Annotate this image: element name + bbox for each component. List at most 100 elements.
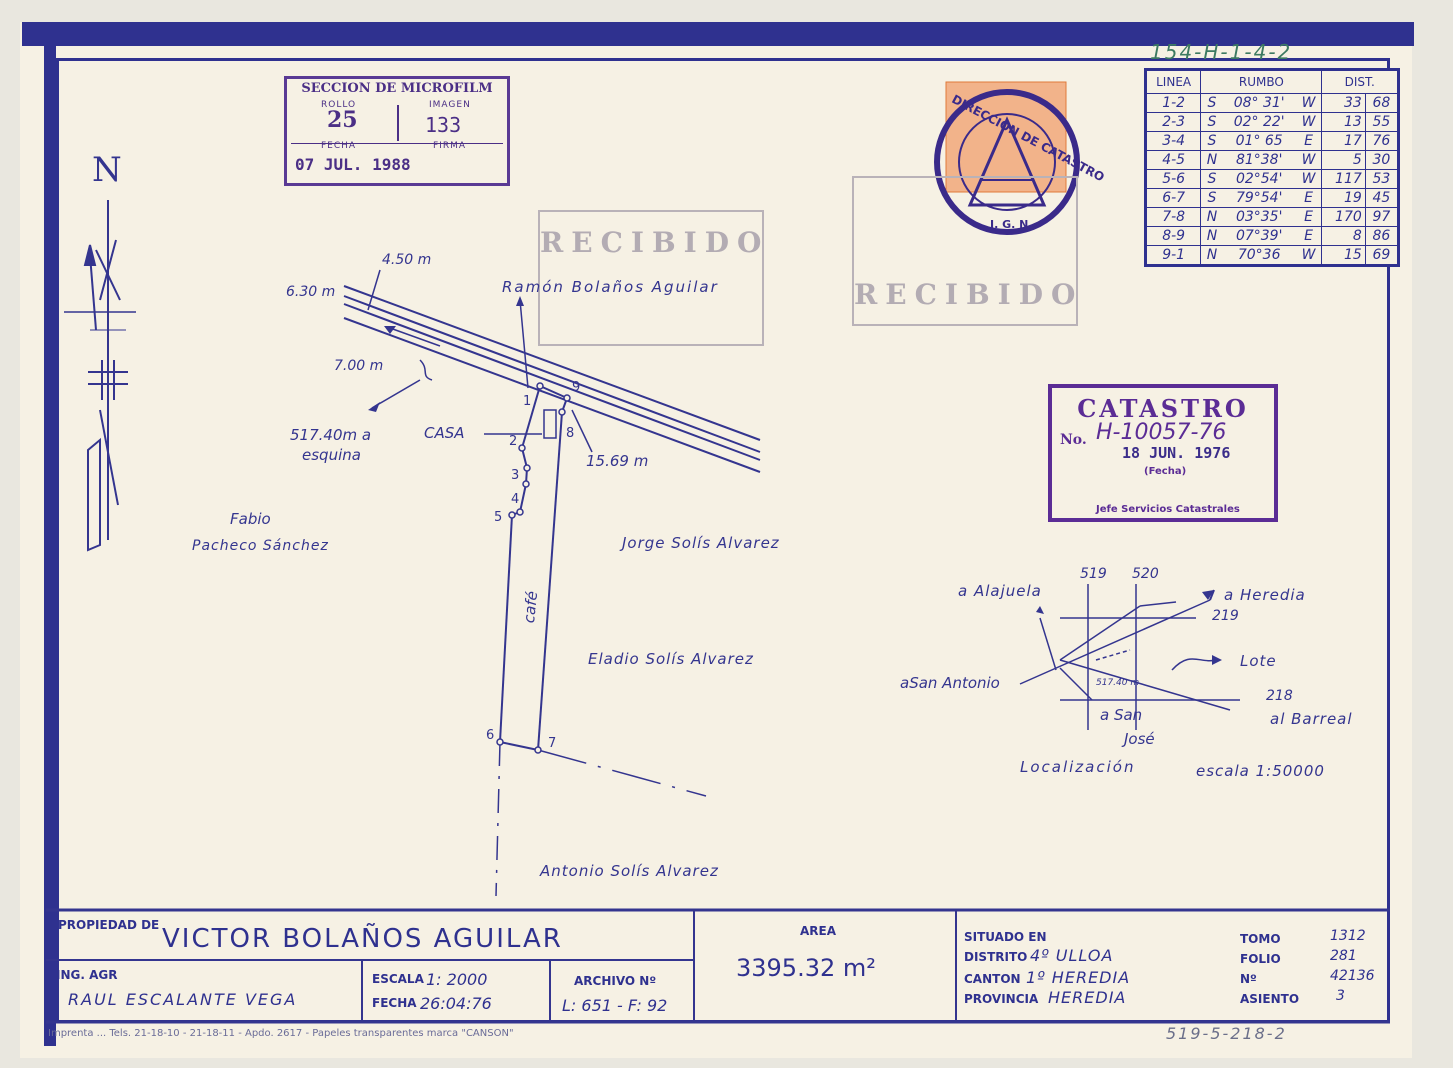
catastro-stamp: CATASTRO No. H-10057-76 18 JUN. 1976 (Fe… — [1048, 384, 1278, 522]
neighbor-east-2: Eladio Solís Alvarez — [588, 650, 754, 668]
numero-label: Nº — [1240, 972, 1257, 986]
rumbo-ns: S — [1200, 131, 1223, 151]
rumbo-angle: 02° 22' — [1222, 112, 1296, 132]
imagen-label: IMAGEN — [429, 100, 471, 110]
area-label: AREA — [800, 924, 837, 938]
loc-lote: Lote — [1240, 652, 1277, 670]
location-map — [1019, 584, 1240, 730]
header-dist: DIST. — [1321, 69, 1399, 94]
road-lines — [343, 269, 761, 473]
vertex-label-7: 7 — [548, 736, 557, 751]
rumbo-angle: 79°54' — [1222, 188, 1296, 208]
rumbo-ns: N — [1200, 245, 1223, 266]
canton-value: 1º HEREDIA — [1026, 968, 1131, 987]
archivo-label: ARCHIVO Nº — [574, 974, 657, 988]
escala-value: 1: 2000 — [426, 970, 488, 989]
distrito-label: DISTRITO — [964, 950, 1028, 964]
rumbo-dist-cm: 53 — [1364, 169, 1400, 189]
catastro-seal — [934, 81, 1080, 235]
microfilm-date: 07 JUL. 1988 — [295, 155, 411, 174]
rumbo-ew: W — [1295, 112, 1323, 132]
rumbo-linea: 3-4 — [1144, 131, 1202, 151]
distance-to-corner-1: 517.40m a — [290, 426, 372, 444]
vertex-label-3: 3 — [511, 468, 520, 483]
loc-a-san-antonio: aSan Antonio — [900, 674, 1000, 692]
rumbo-dist-cm: 97 — [1364, 207, 1400, 227]
fecha-label-tb: FECHA — [372, 996, 417, 1010]
rumbo-dist-cm: 45 — [1364, 188, 1400, 208]
loc-label-519: 519 — [1080, 566, 1107, 582]
left-border-bar — [44, 46, 56, 1046]
rumbo-ns: S — [1200, 188, 1223, 208]
escala-label: ESCALA — [372, 972, 424, 986]
title-block-grid — [46, 908, 1390, 1024]
neighbor-south: Antonio Solís Alvarez — [540, 862, 719, 880]
rumbo-dist-cm: 76 — [1364, 131, 1400, 151]
rumbo-dist-m: 117 — [1321, 169, 1366, 189]
loc-caption: Localización — [1020, 758, 1136, 776]
numero-value: 42136 — [1330, 968, 1375, 984]
area-value: 3395.32 m² — [736, 954, 876, 982]
folio-label: FOLIO — [1240, 952, 1281, 966]
rumbo-angle: 07°39' — [1222, 226, 1296, 246]
loc-a-san-jose-2: José — [1124, 730, 1155, 748]
asiento-label: ASIENTO — [1240, 992, 1300, 1006]
top-border-bar — [22, 22, 1414, 46]
rollo-label: ROLLO — [321, 100, 357, 110]
rumbo-ns: S — [1200, 93, 1223, 113]
rumbo-dist-cm: 30 — [1364, 150, 1400, 170]
vertex-label-2: 2 — [509, 434, 518, 449]
vertex-label-1: 1 — [523, 394, 532, 409]
catastro-title: CATASTRO — [1077, 394, 1249, 423]
vertex-label-4: 4 — [511, 492, 520, 507]
loc-label-520: 520 — [1132, 566, 1159, 582]
rumbo-dist-m: 5 — [1321, 150, 1366, 170]
road-width-2: 6.30 m — [286, 284, 336, 300]
rollo-value: 25 — [327, 107, 358, 133]
distance-to-corner-2: esquina — [302, 446, 361, 464]
rumbo-linea: 5-6 — [1144, 169, 1202, 189]
rumbo-dist-cm: 86 — [1364, 226, 1400, 246]
casa-label: CASA — [424, 424, 465, 442]
rumbo-angle: 01° 65 — [1222, 131, 1296, 151]
rumbo-dist-cm: 55 — [1364, 112, 1400, 132]
loc-a-alajuela: a Alajuela — [958, 582, 1042, 600]
fecha-value: 26:04:76 — [420, 994, 492, 1013]
reference-top-right: 154-H-1-4-2 — [1150, 40, 1293, 64]
rumbo-ew: W — [1295, 169, 1323, 189]
rumbo-ns: S — [1200, 169, 1223, 189]
rumbo-linea: 9-1 — [1144, 245, 1202, 266]
rumbo-dist-m: 170 — [1321, 207, 1366, 227]
tomo-value: 1312 — [1330, 928, 1366, 944]
rumbo-dist-m: 8 — [1321, 226, 1366, 246]
north-arrow-icon — [64, 200, 136, 552]
rumbo-ew: W — [1295, 150, 1323, 170]
neighbor-west-2: Pacheco Sánchez — [192, 538, 329, 554]
header-rumbo: RUMBO — [1200, 69, 1323, 94]
reference-bottom-right: 519-5-218-2 — [1166, 1024, 1287, 1043]
rumbo-dist-m: 15 — [1321, 245, 1366, 266]
situado-label: SITUADO EN — [964, 930, 1047, 944]
rumbo-angle: 70°36 — [1222, 245, 1296, 266]
printer-footer: Imprenta ... Tels. 21-18-10 - 21-18-11 -… — [48, 1028, 514, 1039]
imagen-value: 133 — [425, 113, 462, 137]
rumbo-angle: 81°38' — [1222, 150, 1296, 170]
tomo-label: TOMO — [1240, 932, 1281, 946]
rumbo-ns: N — [1200, 226, 1223, 246]
catastro-date-caption: (Fecha) — [1144, 466, 1187, 477]
rumbo-dist-cm: 69 — [1364, 245, 1400, 266]
owner-name: VICTOR BOLAÑOS AGUILAR — [162, 924, 563, 954]
provincia-label: PROVINCIA — [964, 992, 1039, 1006]
parcel-boundary — [484, 296, 707, 897]
loc-a-san-jose-1: a San — [1100, 706, 1143, 724]
catastro-number: H-10057-76 — [1096, 420, 1227, 445]
rumbo-dist-cm: 68 — [1364, 93, 1400, 113]
rumbo-linea: 4-5 — [1144, 150, 1202, 170]
rumbo-dist-m: 17 — [1321, 131, 1366, 151]
